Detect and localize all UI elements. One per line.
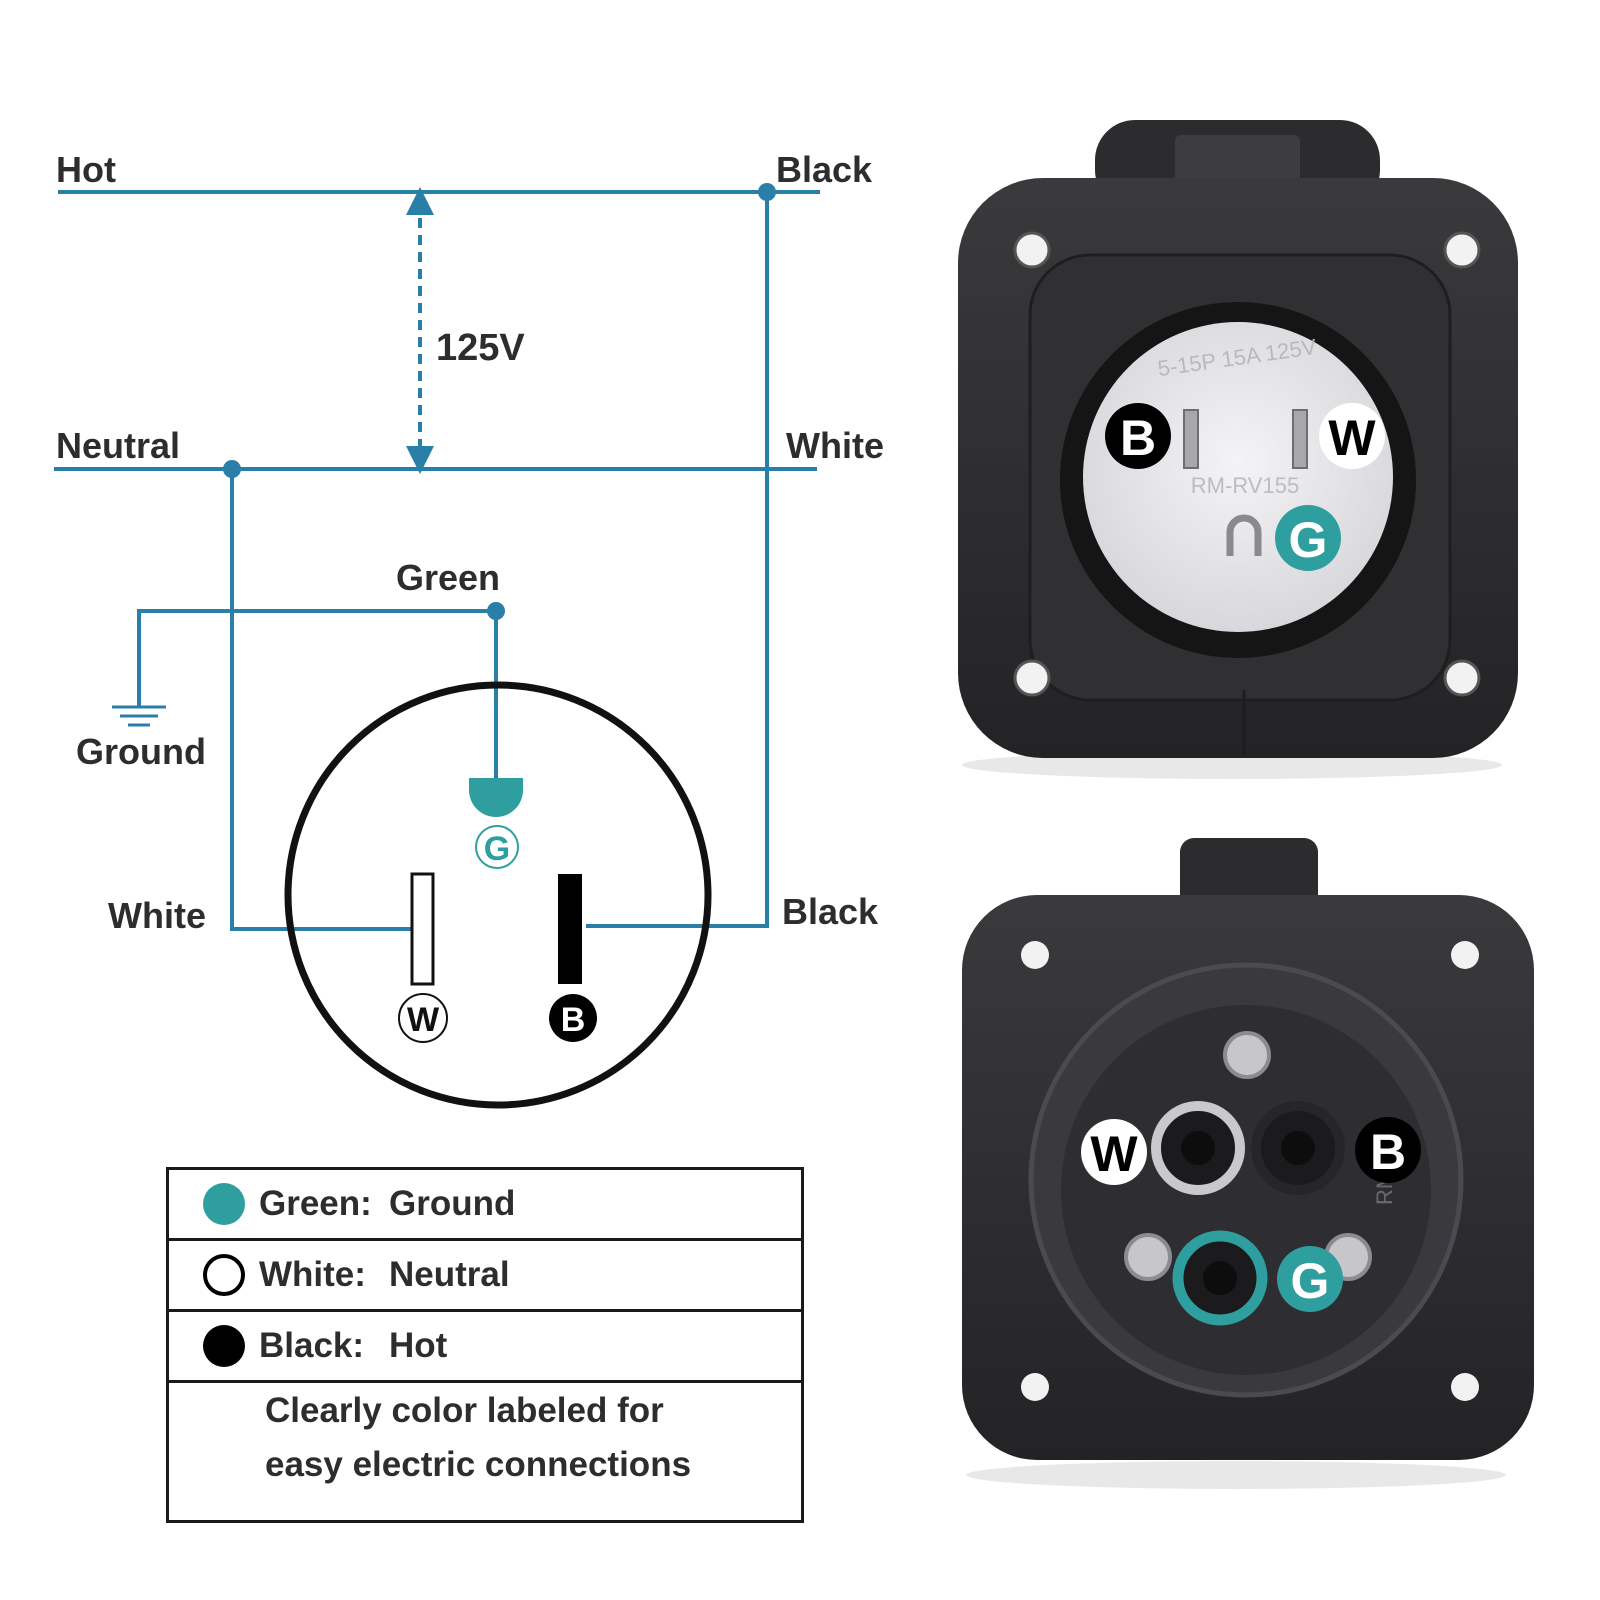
plug-model-text: RM-RV155 <box>1191 473 1299 498</box>
bottom-badge-w-letter: W <box>1090 1126 1138 1182</box>
voltage-label: 125V <box>436 327 525 369</box>
pin-g-badge <box>475 825 519 869</box>
bottom-badge-b-letter: B <box>1370 1124 1406 1180</box>
pin-b-letter: B <box>561 1001 586 1039</box>
top-black-label: Black <box>776 149 873 190</box>
white-dot-icon <box>203 1254 245 1296</box>
legend-key: White: <box>259 1255 366 1294</box>
top-white-label: White <box>786 425 884 466</box>
top-badge-b <box>1105 403 1171 469</box>
bottom-badge-g <box>1277 1246 1343 1312</box>
green-junction-dot <box>487 602 505 620</box>
pin-w-letter: W <box>407 1001 440 1039</box>
green-label: Green <box>396 557 500 598</box>
hot-pin <box>558 874 582 984</box>
bottom-white-label: White <box>108 895 206 936</box>
legend-note-line1: Clearly color labeled for <box>265 1391 664 1430</box>
white-wire <box>230 469 418 931</box>
top-badge-b-letter: B <box>1120 410 1156 466</box>
top-badge-g <box>1275 505 1341 571</box>
green-wire <box>137 609 496 707</box>
legend-value: Ground <box>389 1184 516 1223</box>
hot-junction-dot <box>758 183 776 201</box>
bottom-badge-g-letter: G <box>1291 1253 1330 1309</box>
ground-label: Ground <box>76 731 206 772</box>
legend-key: Green: <box>259 1184 372 1223</box>
legend-value: Neutral <box>389 1255 510 1294</box>
legend-row-white: White: Neutral <box>169 1241 801 1312</box>
ground-symbol-icon <box>112 705 166 727</box>
hot-label: Hot <box>56 149 116 190</box>
ground-pin <box>469 778 523 817</box>
pin-g-letter: G <box>484 830 510 868</box>
bottom-black-label: Black <box>782 891 879 932</box>
neutral-label: Neutral <box>56 425 180 466</box>
top-badge-w <box>1319 403 1385 469</box>
legend-note-line2: easy electric connections <box>265 1445 692 1484</box>
color-legend: Green: Ground White: Neutral Black: Hot … <box>166 1167 804 1523</box>
top-badge-w-letter: W <box>1328 410 1376 466</box>
green-dot-icon <box>203 1183 245 1225</box>
legend-row-green: Green: Ground <box>169 1170 801 1241</box>
black-dot-icon <box>203 1325 245 1367</box>
bottom-badge-b <box>1355 1117 1421 1183</box>
plug-outline <box>284 681 712 1109</box>
product-photo-bottom: RM <box>962 838 1534 1489</box>
neutral-pin <box>410 872 435 986</box>
neutral-junction-dot <box>223 460 241 478</box>
bottom-badge-w <box>1081 1119 1147 1185</box>
legend-value: Hot <box>389 1326 448 1365</box>
legend-note: Clearly color labeled for easy electric … <box>265 1384 785 1492</box>
legend-key: Black: <box>259 1326 365 1365</box>
top-badge-g-letter: G <box>1289 512 1328 568</box>
legend-row-black: Black: Hot <box>169 1312 801 1383</box>
pin-b-badge <box>549 994 597 1042</box>
pin-w-badge <box>398 993 448 1043</box>
product-photo-top: 5-15P 15A 125V RM-RV155 <box>958 120 1518 779</box>
black-wire <box>586 192 769 928</box>
